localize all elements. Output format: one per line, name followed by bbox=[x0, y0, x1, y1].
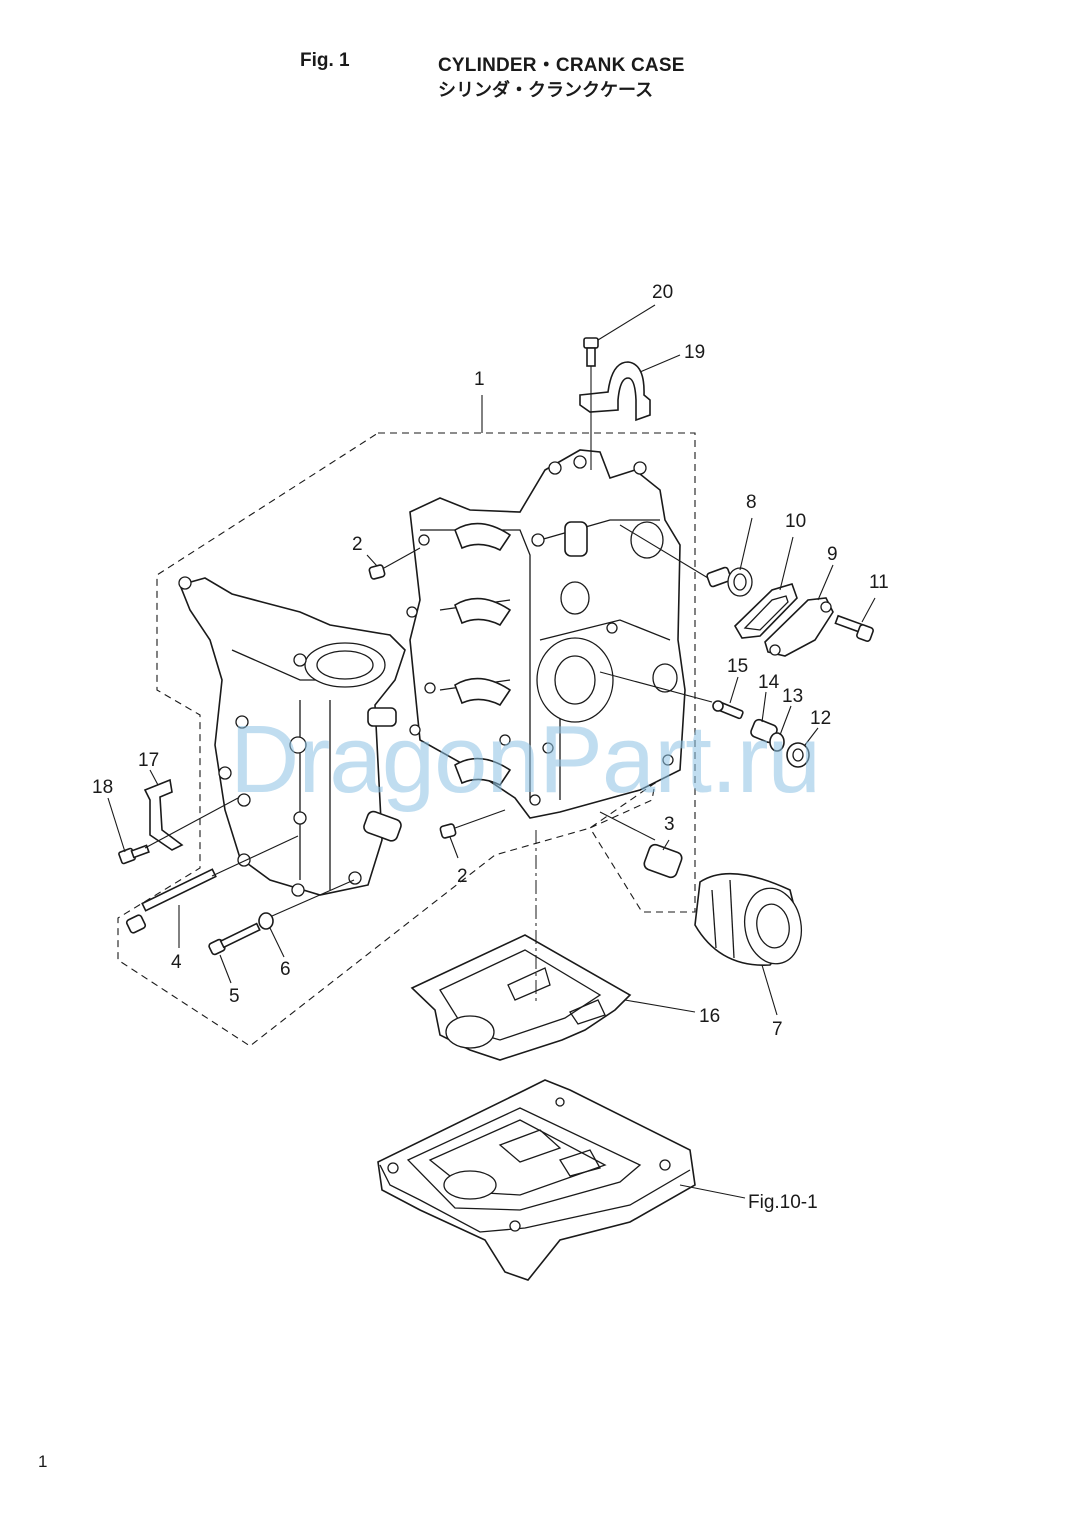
callout-3: 3 bbox=[664, 814, 675, 835]
callout-4: 4 bbox=[171, 952, 182, 973]
bracket-part-17 bbox=[143, 778, 184, 851]
dowel-pin-part-2-lower bbox=[439, 823, 457, 839]
callout-11: 11 bbox=[869, 572, 889, 593]
bolt-part-18 bbox=[118, 844, 150, 865]
callout-14: 14 bbox=[758, 672, 780, 693]
callout-7: 7 bbox=[772, 1019, 783, 1040]
callout-1: 1 bbox=[474, 369, 485, 390]
figure-title-english: CYLINDER・CRANK CASE bbox=[438, 55, 685, 76]
callout-12: 12 bbox=[810, 708, 831, 729]
callout-13: 13 bbox=[782, 686, 803, 707]
callout-19: 19 bbox=[684, 342, 705, 363]
cylinder-head-casting bbox=[178, 576, 406, 897]
plug-part-12 bbox=[786, 742, 810, 768]
callout-2-upper: 2 bbox=[352, 534, 363, 555]
pipe-clamp-part-19 bbox=[579, 361, 651, 422]
callout-6: 6 bbox=[280, 959, 291, 980]
long-bolt-part-4 bbox=[125, 868, 217, 934]
thermostat-part-8 bbox=[706, 566, 753, 597]
callout-2-lower: 2 bbox=[457, 866, 468, 887]
callout-10: 10 bbox=[785, 511, 806, 532]
callout-8: 8 bbox=[746, 492, 757, 513]
callout-18: 18 bbox=[92, 777, 113, 798]
callout-20: 20 bbox=[652, 282, 673, 303]
dowel-pin-part-2-upper bbox=[368, 564, 386, 580]
gasket-part-16 bbox=[410, 934, 632, 1061]
figure-title-japanese: シリンダ・クランクケース bbox=[438, 80, 654, 101]
page-number: 1 bbox=[38, 1452, 48, 1471]
oil-filter-part-7 bbox=[694, 872, 803, 966]
reference-part-fig-10-1 bbox=[377, 1079, 696, 1281]
callout-15: 15 bbox=[727, 656, 748, 677]
bolt-part-5 bbox=[208, 922, 261, 956]
bolt-part-11 bbox=[834, 614, 874, 642]
bolt-part-20 bbox=[583, 337, 599, 367]
crank-case-block bbox=[406, 449, 686, 819]
stud-part-15 bbox=[712, 700, 744, 720]
callout-17: 17 bbox=[138, 750, 159, 771]
assembly-boundary bbox=[117, 432, 696, 1047]
callout-5: 5 bbox=[229, 986, 240, 1007]
union-part-3 bbox=[643, 843, 683, 879]
callout-9: 9 bbox=[827, 544, 838, 565]
reference-label: Fig.10-1 bbox=[748, 1192, 818, 1213]
o-ring-part-13 bbox=[769, 732, 785, 752]
figure-number: Fig. 1 bbox=[300, 50, 350, 71]
callout-16: 16 bbox=[699, 1006, 720, 1027]
washer-part-6 bbox=[258, 912, 274, 930]
callout-leaders bbox=[107, 304, 876, 1199]
